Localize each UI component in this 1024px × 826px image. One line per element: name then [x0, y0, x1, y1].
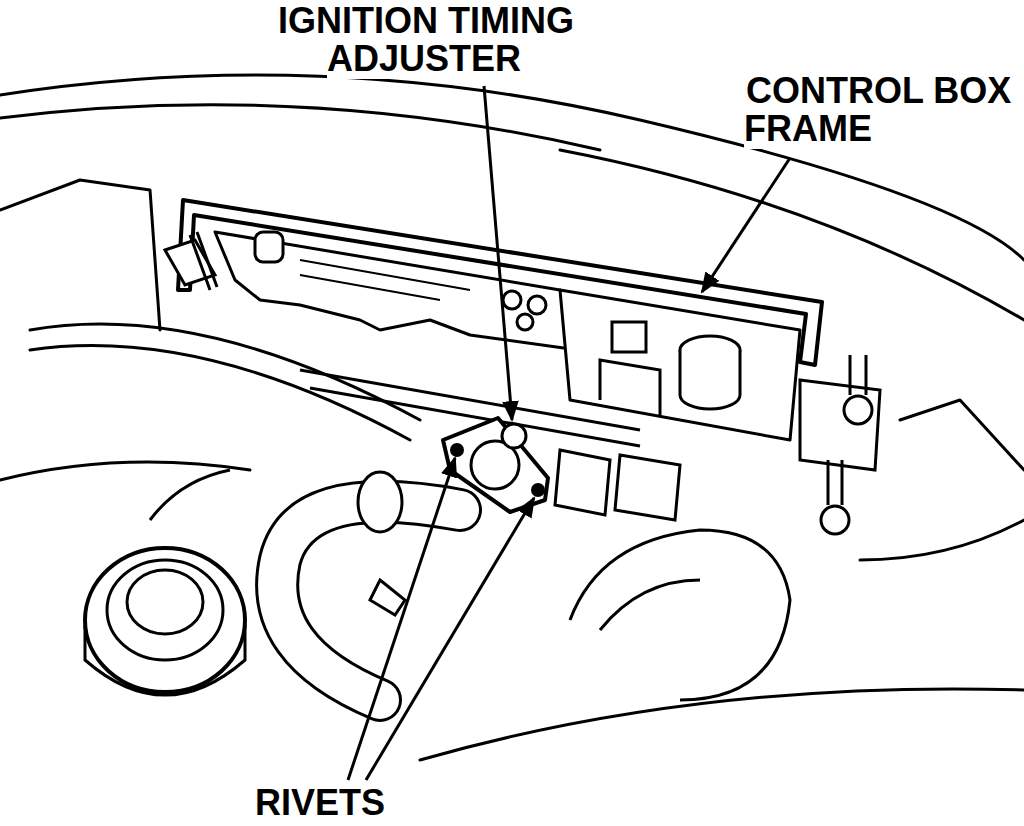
hose-line	[0, 462, 250, 480]
reservoir-body	[85, 625, 245, 695]
label-text: CONTROL BOX FRAME	[744, 70, 1011, 149]
cable	[860, 520, 1024, 560]
label-text: IGNITION TIMING ADJUSTER	[276, 0, 574, 79]
fender-line	[420, 689, 1024, 760]
intake-duct	[570, 530, 790, 700]
solenoid	[555, 450, 610, 515]
adjuster-knob	[502, 424, 526, 448]
hoses	[150, 470, 790, 700]
hose-line	[150, 470, 230, 520]
reservoir-cap	[127, 570, 203, 634]
control-box-body	[560, 290, 800, 440]
fender-line	[900, 400, 1024, 470]
bolt	[844, 396, 872, 424]
rivet	[531, 483, 545, 497]
hose-clamp	[358, 472, 402, 532]
reservoir-cap	[85, 548, 245, 692]
panel-hole	[503, 291, 521, 309]
cowl-line	[560, 150, 1024, 320]
control-box	[165, 200, 880, 534]
bolt	[821, 506, 849, 534]
canister	[680, 350, 740, 409]
leader-line	[366, 498, 534, 780]
vacuum-tube	[300, 370, 640, 430]
control-box-body	[215, 232, 578, 350]
solenoid	[615, 455, 680, 520]
panel-hole	[517, 314, 533, 330]
bracket	[800, 380, 880, 470]
part-label: IGNITION TIMING ADJUSTER	[225, 2, 625, 78]
leader-line	[702, 158, 790, 292]
body-lines	[0, 75, 1024, 760]
leader-line	[348, 458, 455, 780]
leader-lines	[348, 86, 790, 780]
fender-line	[0, 180, 160, 330]
rivet	[450, 443, 464, 457]
grommet	[255, 232, 283, 262]
connector	[612, 322, 646, 352]
part-label: CONTROL BOX FRAME	[744, 72, 1020, 148]
reservoir-cap	[107, 560, 223, 660]
part-label: RIVETS	[253, 784, 473, 822]
panel-hole	[528, 296, 546, 314]
leader-line	[484, 86, 512, 420]
bracket	[600, 360, 660, 415]
panel-line	[300, 260, 470, 300]
intake-duct-line	[600, 580, 700, 630]
wire-harness	[30, 346, 410, 440]
bolt-thread	[190, 232, 217, 290]
hood-edge	[0, 105, 600, 150]
hose-clip	[370, 580, 405, 615]
reservoir	[85, 548, 245, 695]
wire-harness	[30, 324, 420, 420]
label-text: RIVETS	[253, 782, 387, 823]
